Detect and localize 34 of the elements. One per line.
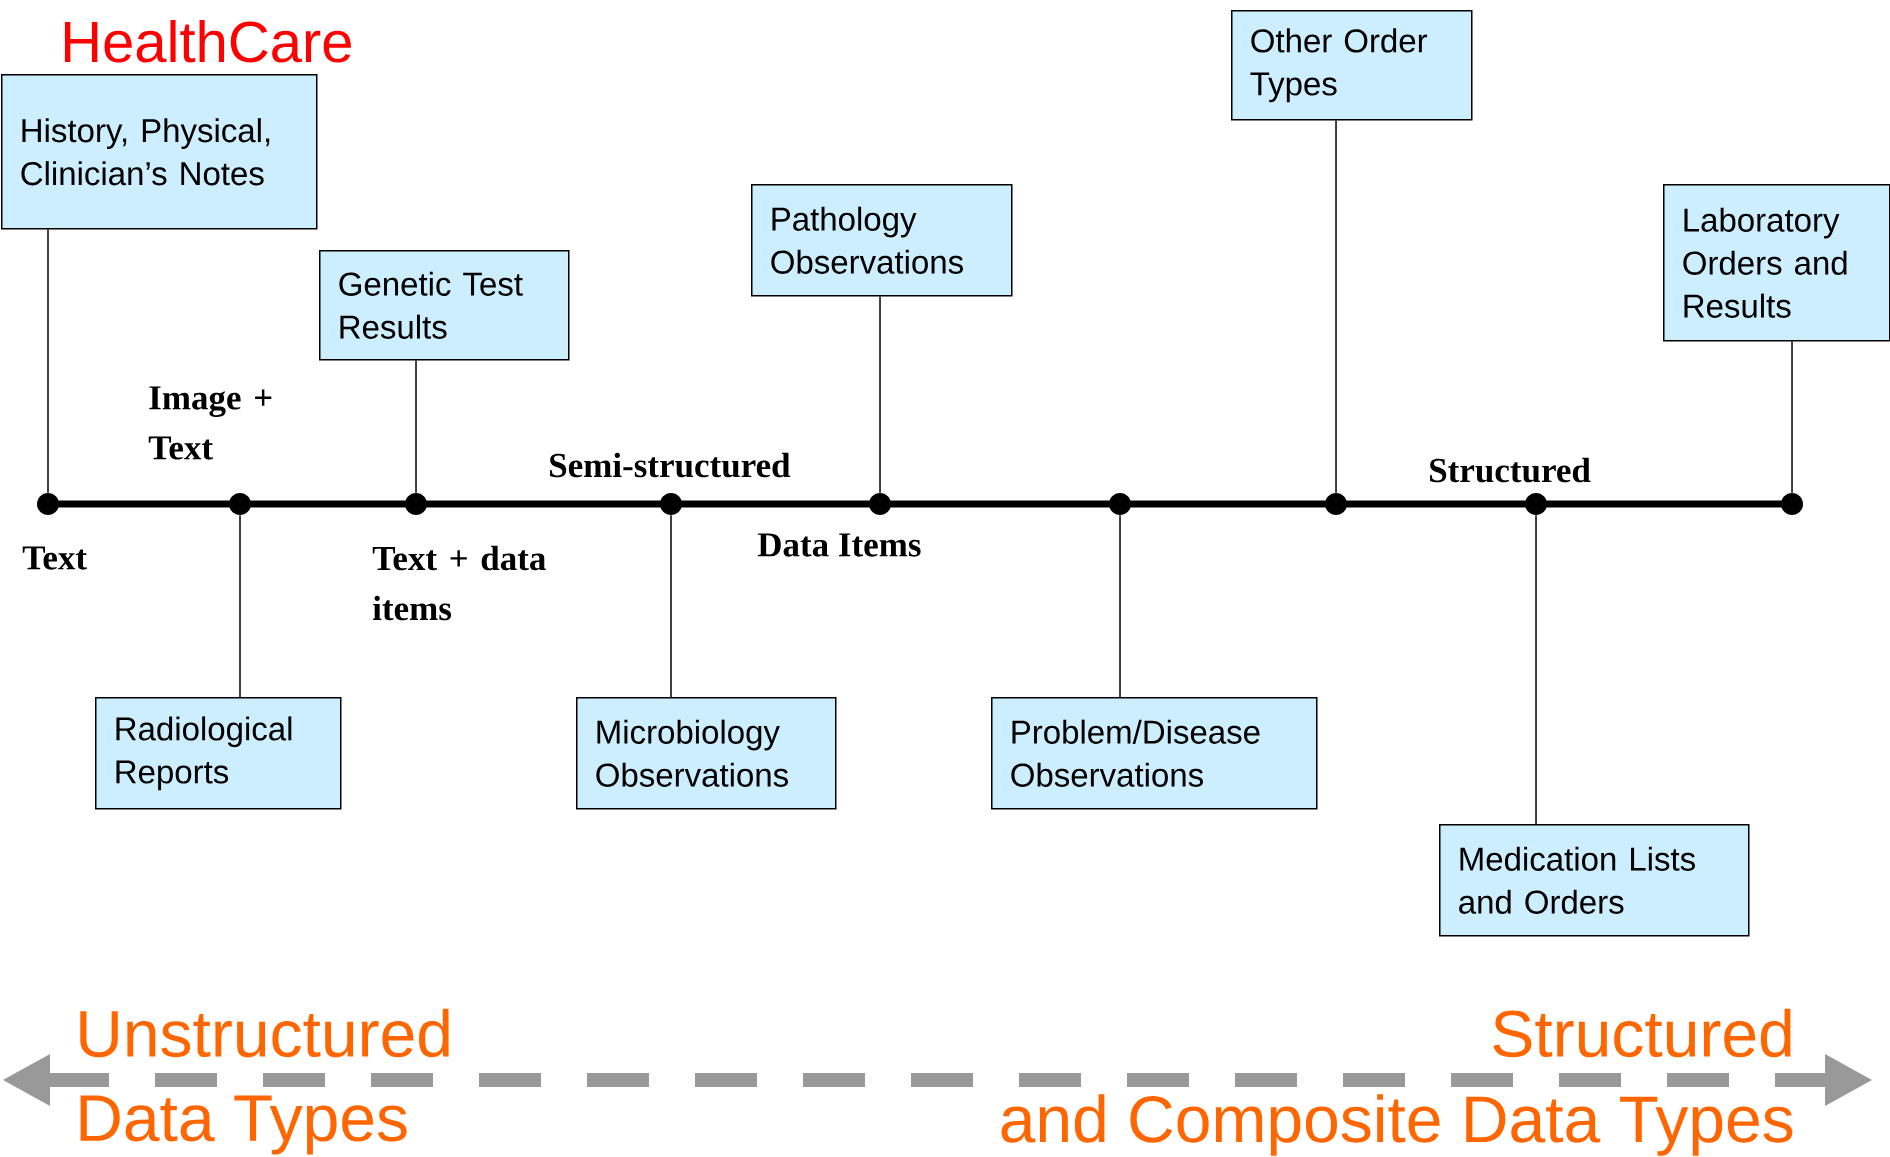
timeline-dot	[1325, 493, 1347, 515]
range-label: and Composite Data Types	[1001, 1094, 1793, 1156]
text-box: History, Physical, Clinician’s Notes	[1, 74, 318, 230]
leader-line	[47, 228, 49, 494]
title: HealthCare	[64, 19, 351, 63]
leader-line	[415, 359, 417, 494]
timeline-dot	[229, 493, 251, 515]
timeline-dot	[660, 493, 682, 515]
leader-line	[670, 514, 672, 698]
range-label: Structured	[1493, 1008, 1791, 1058]
text-box: Problem/Disease Observations	[991, 697, 1318, 810]
leader-line	[879, 295, 881, 494]
text-box: Medication Lists and Orders	[1439, 824, 1750, 937]
leader-line	[1535, 514, 1537, 825]
text-box: Radiological Reports	[95, 697, 342, 810]
timeline-dot	[1109, 493, 1131, 515]
text-box: Microbiology Observations	[576, 697, 837, 810]
scale-label: Image + Text	[148, 386, 272, 460]
scale-label: Text + data items	[372, 545, 546, 621]
text-box: Genetic Test Results	[319, 250, 570, 361]
text-box: Other Order Types	[1231, 10, 1473, 121]
leader-line	[1791, 340, 1793, 494]
timeline-dot	[1781, 493, 1803, 515]
range-label: Data Types	[80, 1095, 407, 1155]
timeline-dot	[1525, 493, 1547, 515]
timeline-dot	[405, 493, 427, 515]
leader-line	[1335, 119, 1337, 494]
leader-line	[239, 514, 241, 698]
range-label: Unstructured	[80, 1008, 449, 1058]
text-box: Pathology Observations	[751, 184, 1013, 297]
text-box: Laboratory Orders and Results	[1663, 184, 1890, 342]
timeline-dot	[869, 493, 891, 515]
timeline-dot	[37, 493, 59, 515]
leader-line	[1119, 514, 1121, 698]
